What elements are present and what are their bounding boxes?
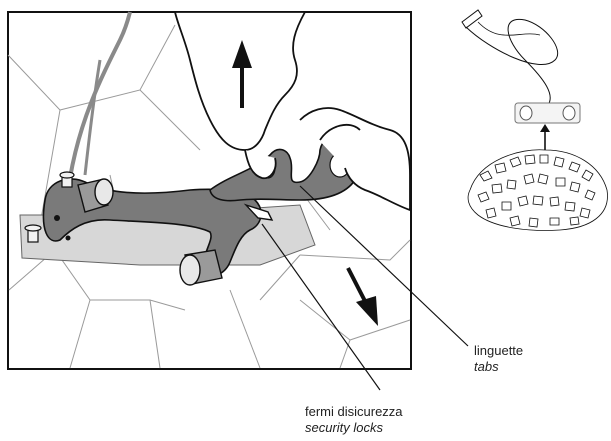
lamp-icon <box>462 10 607 230</box>
tabs-label-primary: linguette <box>474 343 523 359</box>
leaf-shade <box>468 150 607 231</box>
security-locks-label: fermi disicurezza security locks <box>305 404 403 436</box>
tabs-label: linguette tabs <box>474 343 523 375</box>
slot-hole <box>54 215 60 221</box>
cylinder-bottom <box>180 250 222 285</box>
security-locks-label-primary: fermi disicurezza <box>305 404 403 420</box>
security-locks-label-secondary: security locks <box>305 420 403 436</box>
tabs-label-secondary: tabs <box>474 359 523 375</box>
main-panel <box>8 12 411 369</box>
